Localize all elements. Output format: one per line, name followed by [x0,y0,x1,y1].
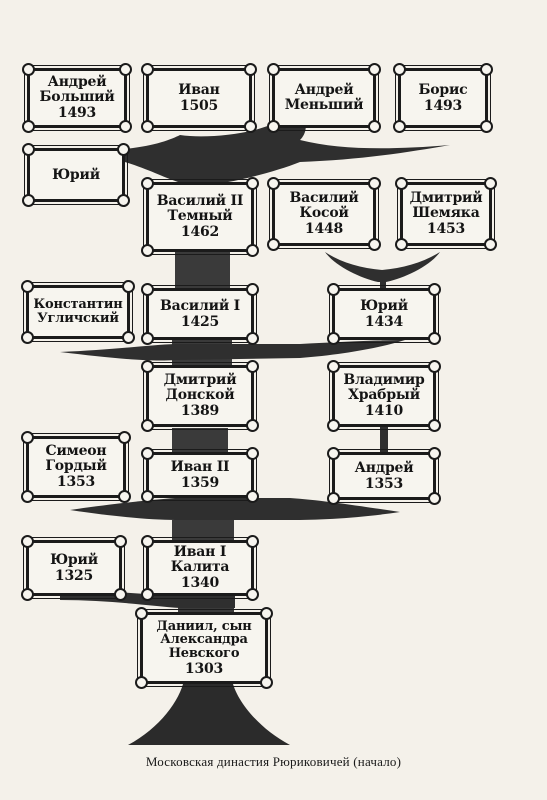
node-year: 1493 [57,104,97,121]
branch [60,340,405,361]
node-name: Василий II Темный [156,193,244,225]
node-daniil: Даниил, сын Александра Невского 1303 [135,607,273,689]
node-year: 1425 [180,313,220,330]
node-name: Юрий [50,551,98,568]
node-year: 1505 [179,97,219,114]
node-ivan-1505: Иван 1505 [141,63,257,133]
tree-root [128,680,290,745]
node-vasily-kosoy: Василий Косой 1448 [267,177,381,251]
node-andrey-1353: Андрей 1353 [327,447,441,505]
node-name: Симеон Гордый [45,443,107,475]
node-year: 1462 [180,223,220,240]
node-dmitry-donskoy: Дмитрий Донской 1389 [141,360,259,432]
node-yury-top: Юрий [22,143,130,207]
trunk-segment [172,428,228,452]
branch [70,498,400,520]
node-boris: Борис 1493 [393,63,493,133]
node-name: Андрей Больший [39,74,115,106]
node-year: 1448 [304,220,344,237]
node-dmitry-shemyaka: Дмитрий Шемяка 1453 [395,177,497,251]
trunk-segment [172,520,234,540]
node-name: Иван II [170,458,230,475]
node-name: Василий Косой [289,190,359,222]
node-year: 1353 [56,473,96,490]
node-ivan-2: Иван II 1359 [141,447,259,503]
node-name: Даниил, сын Александра Невского [156,618,252,661]
node-year: 1359 [180,474,220,491]
node-vasily-temny: Василий II Темный 1462 [141,177,259,257]
node-vladimir-hrabry: Владимир Храбрый 1410 [327,360,441,432]
node-name: Андрей Меньший [284,82,364,113]
node-name: Константин Угличский [33,297,123,326]
node-year: 1303 [184,660,224,677]
node-simeon: Симеон Гордый 1353 [21,431,131,503]
node-name: Дмитрий Шемяка [409,190,483,222]
node-year: 1410 [364,402,404,419]
node-vasily-1: Василий I 1425 [141,283,259,345]
figure-caption: Московская династия Рюриковичей (начало) [145,754,402,769]
node-year: 1493 [423,97,463,114]
node-year: 1453 [426,220,466,237]
node-name: Иван [178,81,220,98]
node-name: Юрий [52,166,100,183]
node-year: 1389 [180,402,220,419]
trunk-segment [175,252,230,288]
node-year: 1434 [364,313,404,330]
node-yury-1325: Юрий 1325 [21,535,127,601]
node-name: Юрий [360,297,408,314]
node-name: Владимир Храбрый [343,372,425,404]
node-ivan-kalita: Иван I Калита 1340 [141,535,259,601]
node-year: 1340 [180,574,220,591]
node-konstantin: Константин Угличский [21,280,135,344]
node-name: Василий I [159,297,241,314]
node-year: 1325 [54,567,94,584]
branch [380,270,386,290]
node-name: Иван I Калита [170,544,230,576]
branch [110,112,450,182]
node-andrey-bolshoy: Андрей Больший 1493 [22,63,132,133]
node-year: 1353 [364,475,404,492]
node-name: Борис [418,81,468,98]
node-yury-1434: Юрий 1434 [327,283,441,345]
node-andrey-menshoy: Андрей Меньший [267,63,381,133]
node-name: Андрей [354,459,414,476]
node-name: Дмитрий Донской [163,372,237,404]
branch [380,425,388,455]
